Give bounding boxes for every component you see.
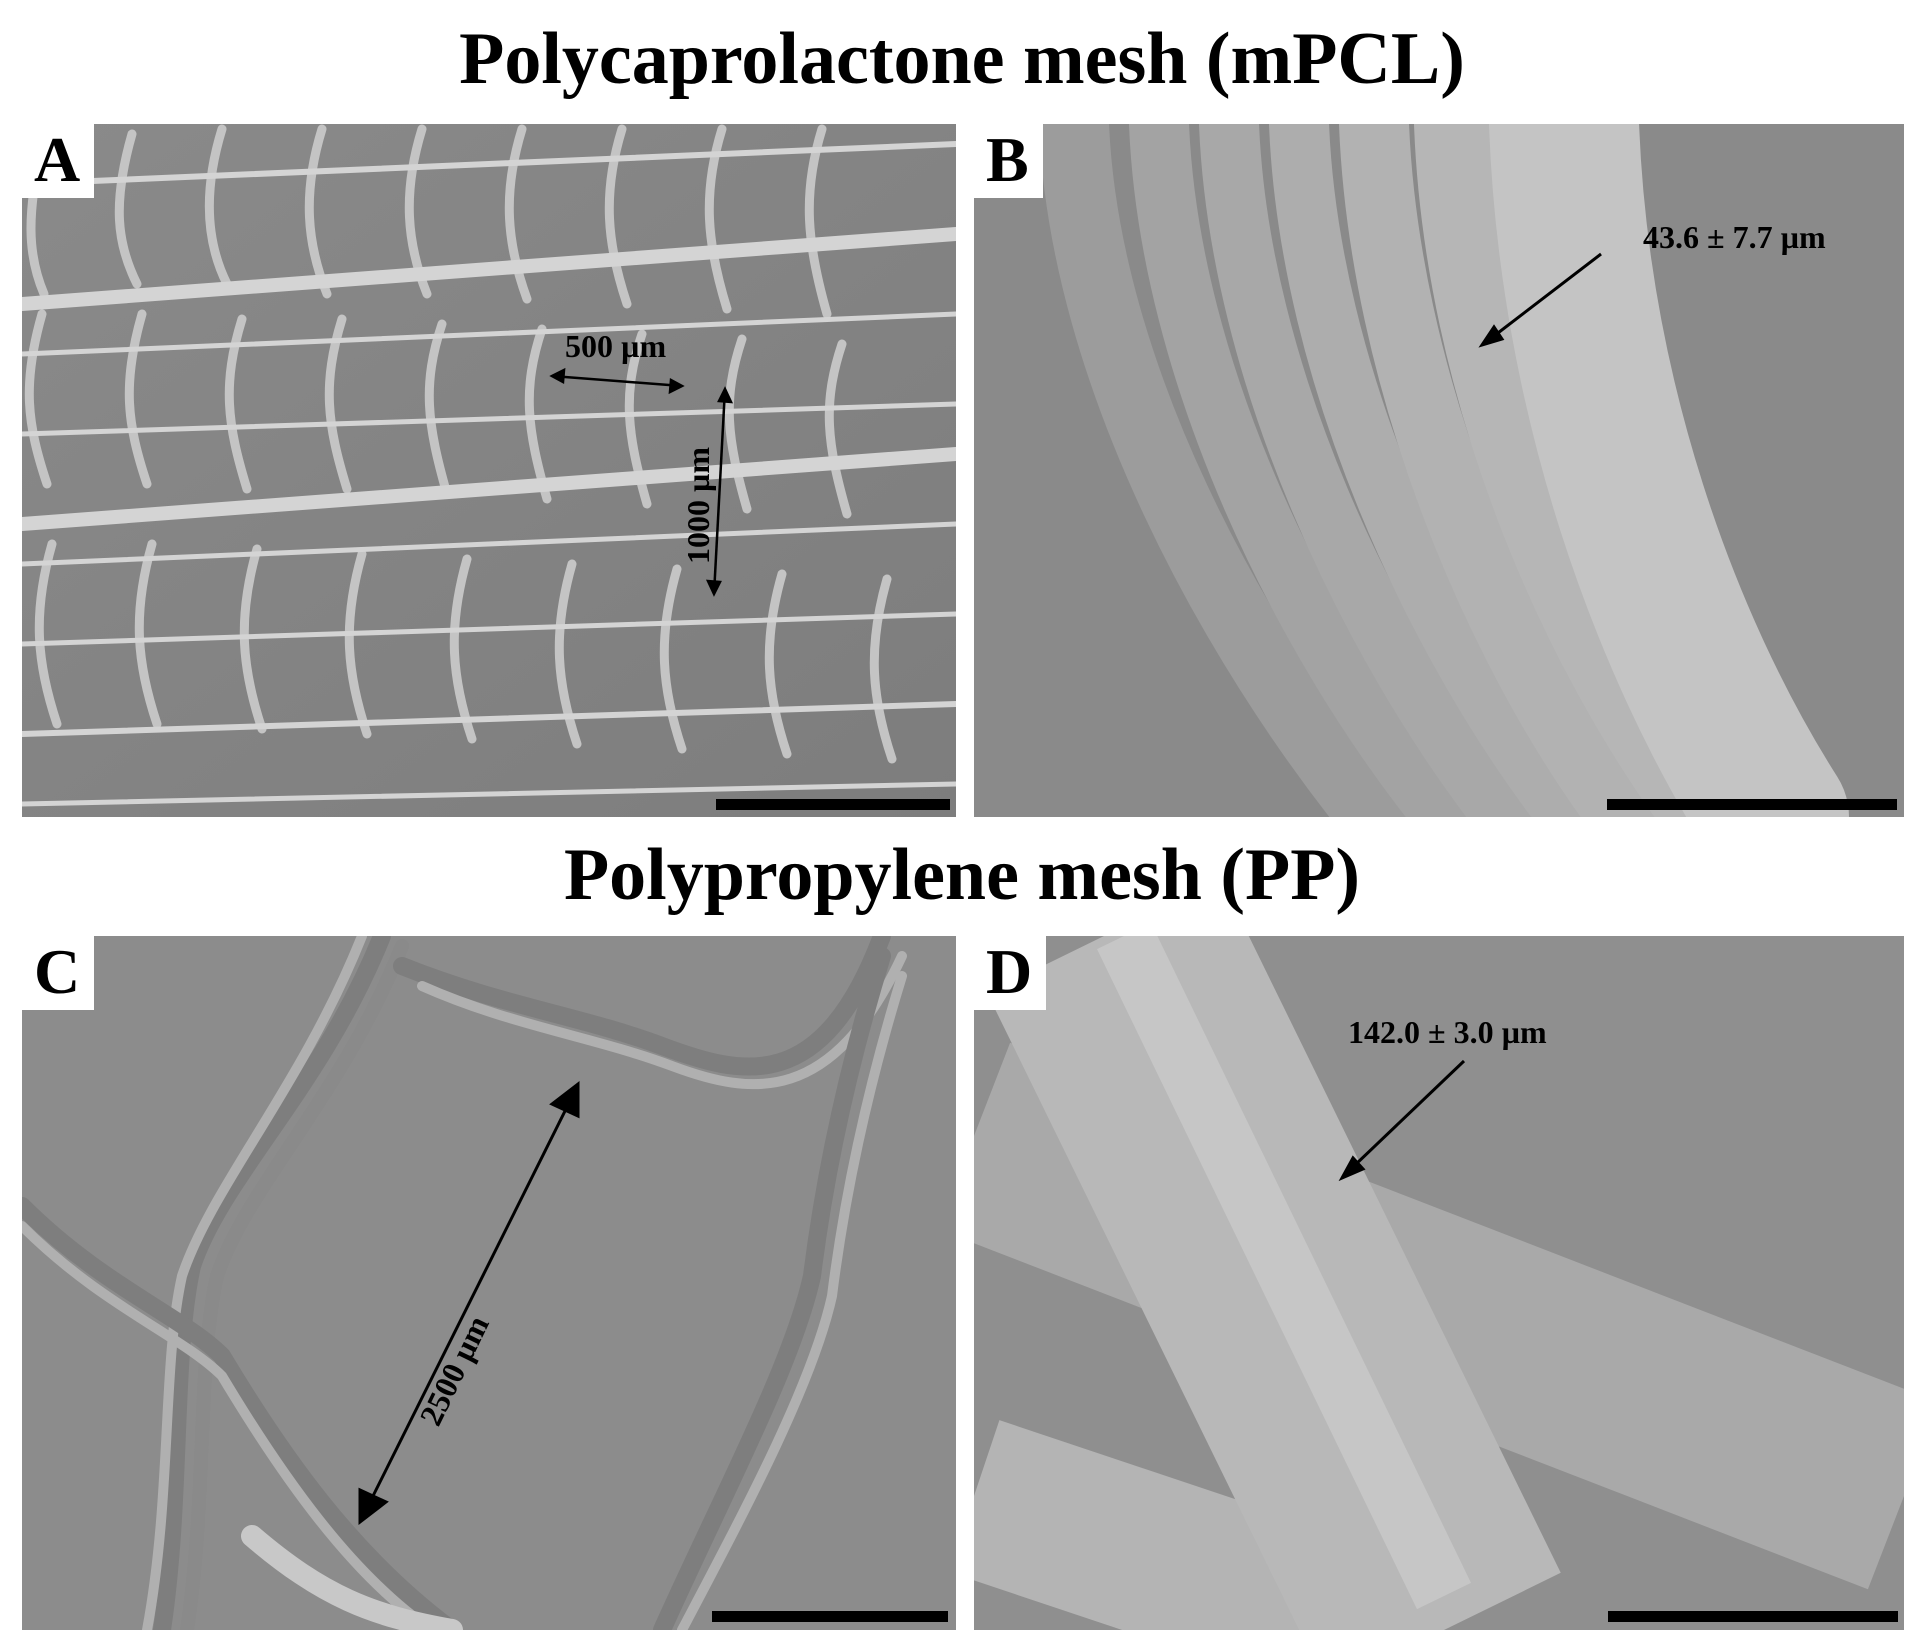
annotation-fiber-diameter-d: 142.0 ± 3.0 µm [1348,1014,1547,1050]
annotation-fiber-diameter-b: 43.6 ± 7.7 µm [1643,219,1826,255]
heading-pp: Polypropylene mesh (PP) [563,834,1361,916]
annotation-1000-um: 1000 µm [680,446,716,564]
panel-letter-c: C [22,936,95,1010]
panel-b-sem-image: B 43.6 ± 7.7 µm [974,124,1904,817]
heading-mpcl: Polycaprolactone mesh (mPCL) [459,18,1465,100]
pp-fiber-texture [974,936,1904,1630]
panel-c-sem-image: C 2500 µm [22,936,956,1630]
mpcl-fiber-texture [974,124,1904,817]
panel-letter-a: A [22,124,95,198]
annotation-500-um: 500 µm [565,328,667,364]
pp-mesh-texture [22,936,956,1630]
panel-letter-d: D [974,936,1047,1010]
scale-bar-d [1608,1611,1898,1622]
panel-a-sem-image: A 500 µm 1000 µm [22,124,956,817]
panel-letter-b: B [974,124,1043,198]
scale-bar-c [712,1611,948,1622]
panel-d-sem-image: D 142.0 ± 3.0 µm [974,936,1904,1630]
scale-bar-a [716,799,950,810]
scale-bar-b [1607,799,1897,810]
mpcl-mesh-texture [22,124,956,817]
